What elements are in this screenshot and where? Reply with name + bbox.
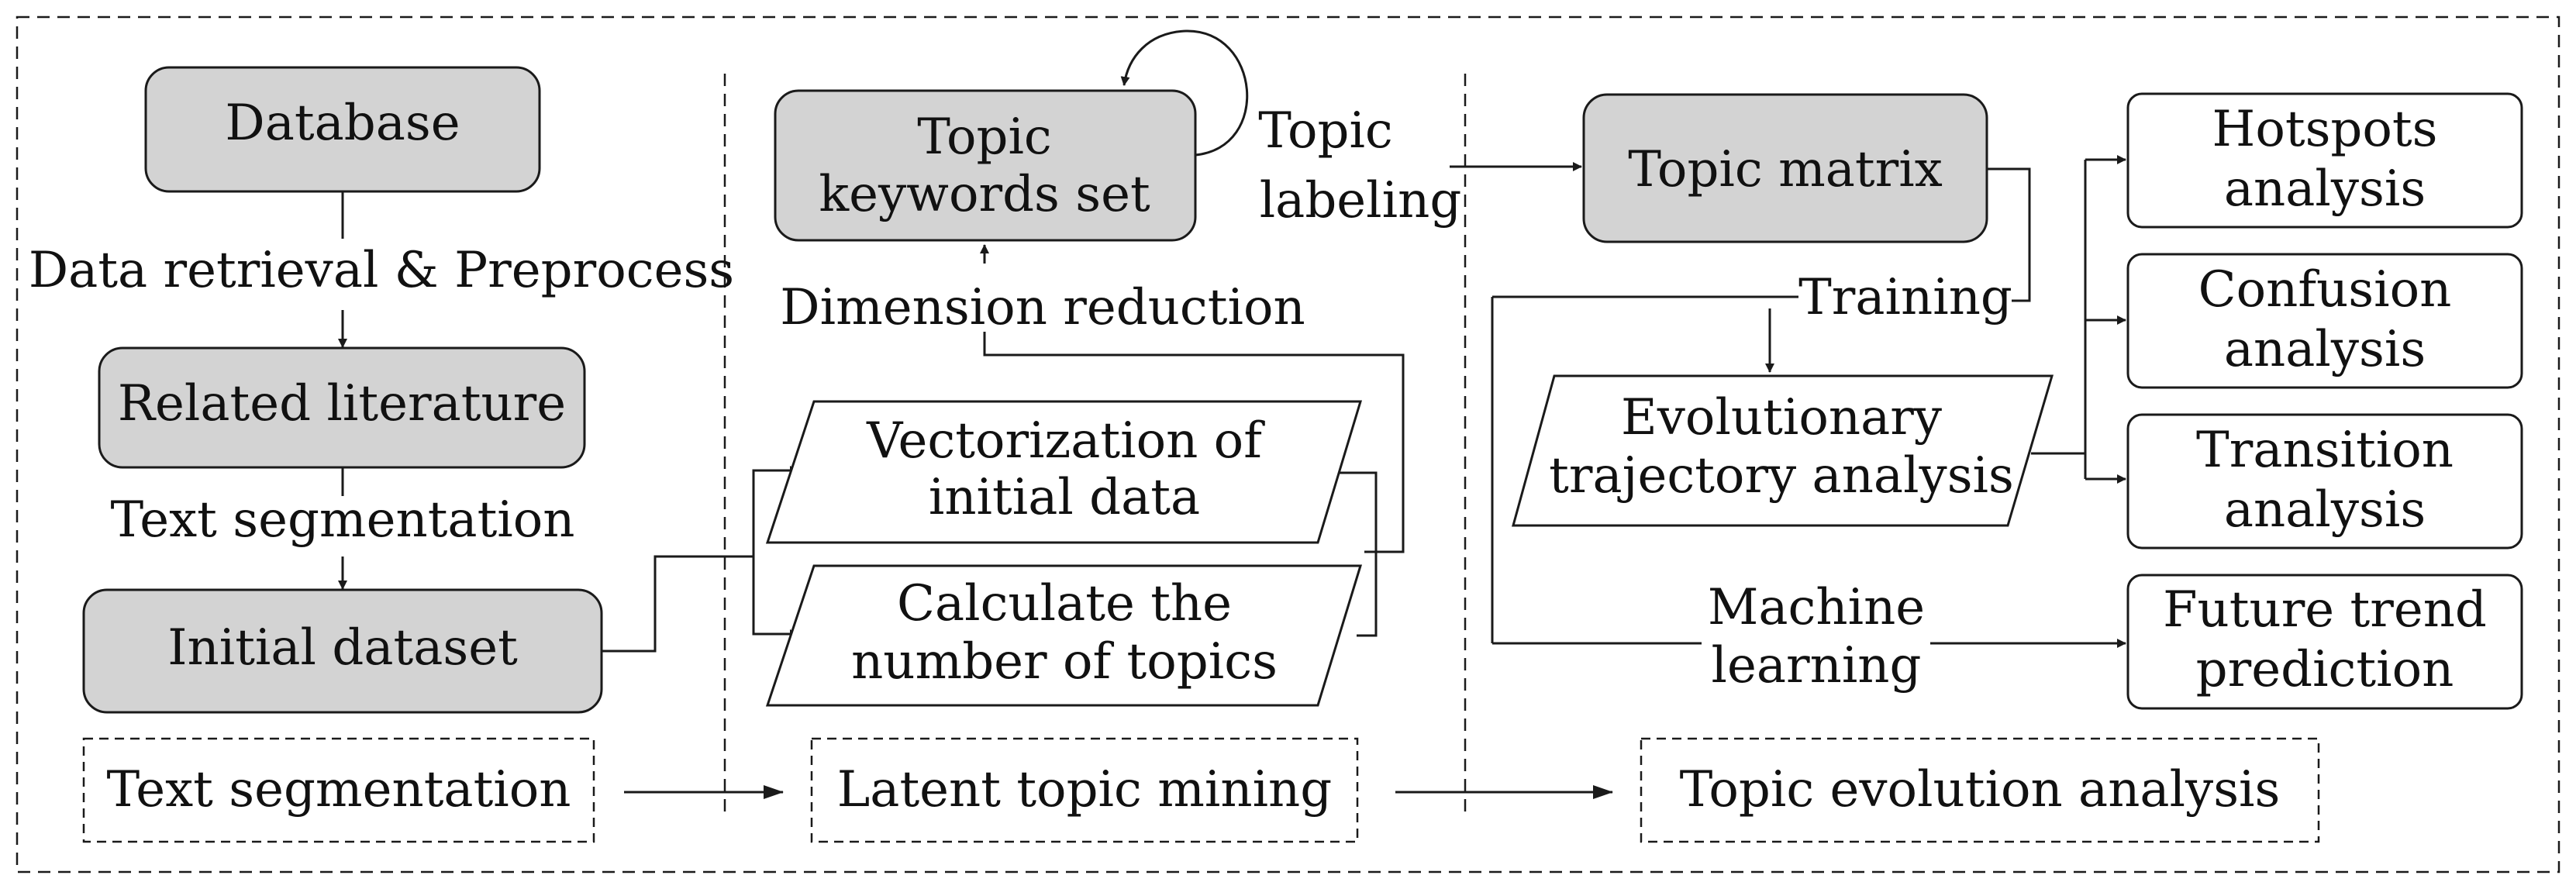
dimension-reduction-label: Dimension reduction bbox=[780, 279, 1305, 336]
topic-keywords-box bbox=[774, 89, 1197, 242]
connector-topic-matrix-right bbox=[1987, 167, 2031, 302]
confusion-line2: analysis bbox=[2224, 321, 2426, 378]
stage3-label-box bbox=[1640, 737, 2320, 843]
evolutionary-line2: trajectory analysis bbox=[1549, 447, 2014, 505]
connector-vectorization-right bbox=[1340, 471, 1378, 637]
vectorization-line2: initial data bbox=[929, 469, 1200, 526]
evolutionary-line1: Evolutionary bbox=[1621, 389, 1942, 446]
arrow-to-calculate bbox=[752, 556, 799, 639]
stage3-label: Topic evolution analysis bbox=[1680, 761, 2281, 818]
future-trend-line2: prediction bbox=[2196, 641, 2454, 698]
confusion-box bbox=[2126, 253, 2523, 389]
machine-learning-line1: Machine bbox=[1708, 579, 1925, 636]
hotspots-line2: analysis bbox=[2224, 160, 2426, 218]
calculate-topics-line2: number of topics bbox=[851, 633, 1278, 691]
future-trend-line1: Future trend bbox=[2163, 581, 2487, 639]
outer-frame bbox=[16, 16, 2560, 873]
stage1-label: Text segmentation bbox=[106, 761, 571, 818]
text-segmentation-step-label: Text segmentation bbox=[110, 491, 574, 549]
transition-line2: analysis bbox=[2224, 481, 2426, 539]
transition-line1: Transition bbox=[2196, 422, 2454, 479]
connector-initial-branch bbox=[602, 555, 753, 653]
stage2-label-box bbox=[810, 737, 1359, 843]
topic-keywords-line2: keywords set bbox=[819, 166, 1150, 223]
topic-labeling-line2: labeling bbox=[1260, 172, 1462, 229]
vectorization-line1: Vectorization of bbox=[866, 412, 1265, 470]
confusion-line1: Confusion bbox=[2198, 261, 2452, 319]
database-label: Database bbox=[225, 95, 460, 152]
hotspots-line1: Hotspots bbox=[2212, 101, 2438, 158]
topic-matrix-label: Topic matrix bbox=[1628, 141, 1943, 198]
data-retrieval-label: Data retrieval & Preprocess bbox=[29, 242, 734, 299]
initial-dataset-label: Initial dataset bbox=[167, 619, 518, 677]
arrow-to-vectorization bbox=[752, 466, 799, 556]
topic-keywords-line1: Topic bbox=[917, 109, 1052, 166]
hotspots-box bbox=[2126, 92, 2523, 229]
training-label: Training bbox=[1798, 269, 2012, 326]
self-loop-arrow bbox=[1120, 29, 1249, 157]
machine-learning-line2: learning bbox=[1712, 637, 1922, 694]
topic-labeling-line1: Topic bbox=[1258, 102, 1393, 160]
related-literature-label: Related literature bbox=[118, 375, 566, 432]
connector-dimension-reduction bbox=[983, 332, 1405, 553]
stage2-label: Latent topic mining bbox=[837, 761, 1332, 818]
calculate-topics-line1: Calculate the bbox=[897, 575, 1232, 632]
future-trend-box bbox=[2126, 574, 2523, 710]
stage1-label-box bbox=[82, 737, 595, 843]
vectorization-box bbox=[765, 400, 1363, 544]
calculate-topics-box bbox=[765, 564, 1363, 707]
evolutionary-trajectory-box bbox=[1512, 374, 2054, 527]
transition-box bbox=[2126, 413, 2523, 550]
